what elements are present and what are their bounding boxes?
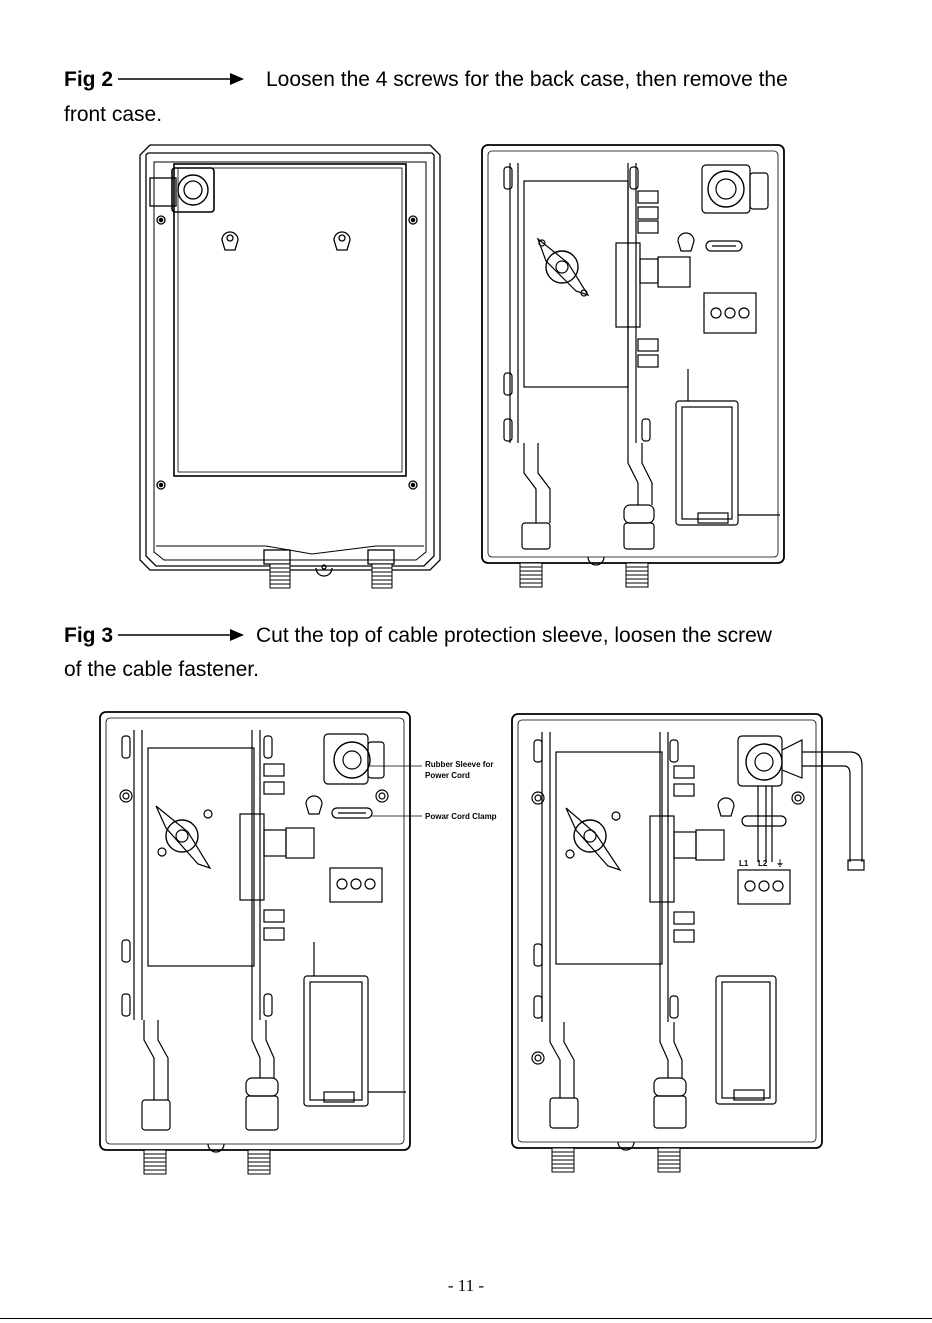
power-cord-clamp-callout: Powar Cord Clamp	[425, 812, 497, 821]
terminal-label-l2: L2	[758, 859, 768, 868]
fig3-instruction: Cut the top of cable protection sleeve, …	[256, 624, 772, 648]
cable-fastener-drawing: L1 L2 ⏚	[510, 712, 868, 1177]
terminal-label-l1: L1	[739, 859, 749, 868]
cable-sleeve-drawing: Rubber Sleeve for Power Cord Powar Cord …	[98, 710, 512, 1175]
fig3-instruction-continued: of the cable fastener.	[64, 658, 259, 682]
back-case-interior-drawing	[480, 143, 788, 593]
fig2-caption: Fig 2	[64, 68, 113, 92]
fig2-instruction: Loosen the 4 screws for the back case, t…	[266, 68, 788, 92]
ground-symbol-icon: ⏚	[776, 859, 784, 868]
rubber-sleeve-callout-line1: Rubber Sleeve for	[425, 760, 493, 769]
page-number: - 11 -	[0, 1276, 932, 1296]
footer-rule	[0, 1318, 932, 1319]
fig3-label: Fig 3	[64, 624, 113, 647]
rubber-sleeve-callout-line2: Power Cord	[425, 771, 470, 780]
front-case-drawing	[136, 142, 444, 592]
fig2-arrow-icon	[118, 72, 246, 86]
fig2-instruction-continued: front case.	[64, 103, 162, 127]
fig2-label: Fig 2	[64, 68, 113, 91]
fig3-arrow-icon	[118, 628, 246, 642]
fig3-caption: Fig 3	[64, 624, 113, 648]
